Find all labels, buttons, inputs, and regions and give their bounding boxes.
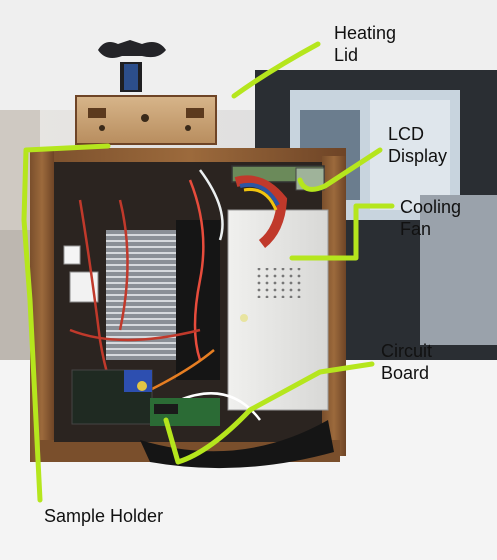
circuit-board xyxy=(71,369,220,426)
lid-knob xyxy=(98,40,166,92)
callout-circuit-board xyxy=(163,361,375,465)
label-lcd-display-line2: Display xyxy=(388,146,448,166)
cooling-fan xyxy=(227,209,329,411)
label-heating-lid-line2: Lid xyxy=(334,45,359,65)
label-heating-lid-line1: Heating xyxy=(334,23,397,43)
label-cooling-fan: Cooling Fan xyxy=(400,196,461,240)
heating-lid xyxy=(75,95,217,145)
label-circuit-board-line1: Circuit xyxy=(381,341,433,361)
label-lcd-display-line1: LCD xyxy=(388,124,425,144)
label-heating-lid: Heating Lid xyxy=(334,22,396,66)
callout-cooling-fan xyxy=(289,203,395,261)
label-circuit-board: Circuit Board xyxy=(381,340,432,384)
label-sample-holder: Sample Holder xyxy=(44,506,164,526)
callout-lines xyxy=(21,41,395,503)
callout-lcd-display xyxy=(297,147,383,192)
label-lcd-display: LCD Display xyxy=(388,123,447,167)
label-circuit-board-line2: Board xyxy=(381,363,430,383)
ribbon-cable xyxy=(234,175,288,248)
callout-sample-holder xyxy=(21,143,111,503)
label-cooling-fan-line2: Fan xyxy=(400,219,432,239)
callout-heating-lid xyxy=(231,41,321,99)
label-cooling-fan-line1: Cooling xyxy=(400,197,462,217)
